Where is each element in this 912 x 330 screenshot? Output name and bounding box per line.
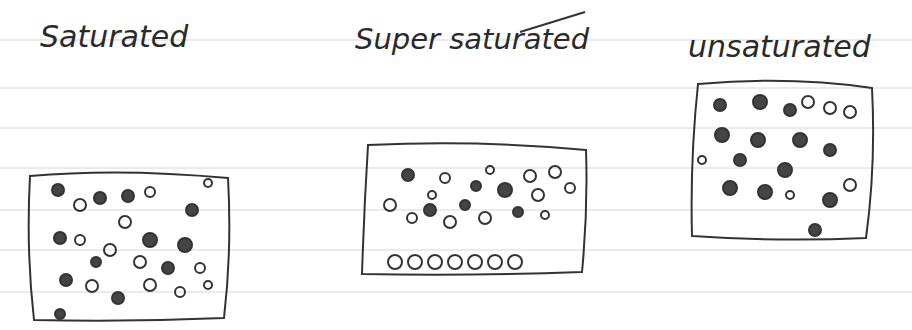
saturated-beaker — [29, 172, 230, 320]
supersaturated-beaker — [362, 143, 587, 274]
ruled-lines — [0, 40, 912, 292]
unsaturated-beaker — [692, 81, 874, 240]
heading-label: unsaturated — [688, 30, 871, 63]
heading-label: Super saturated — [355, 24, 589, 56]
heading-label: Saturated — [40, 20, 188, 53]
